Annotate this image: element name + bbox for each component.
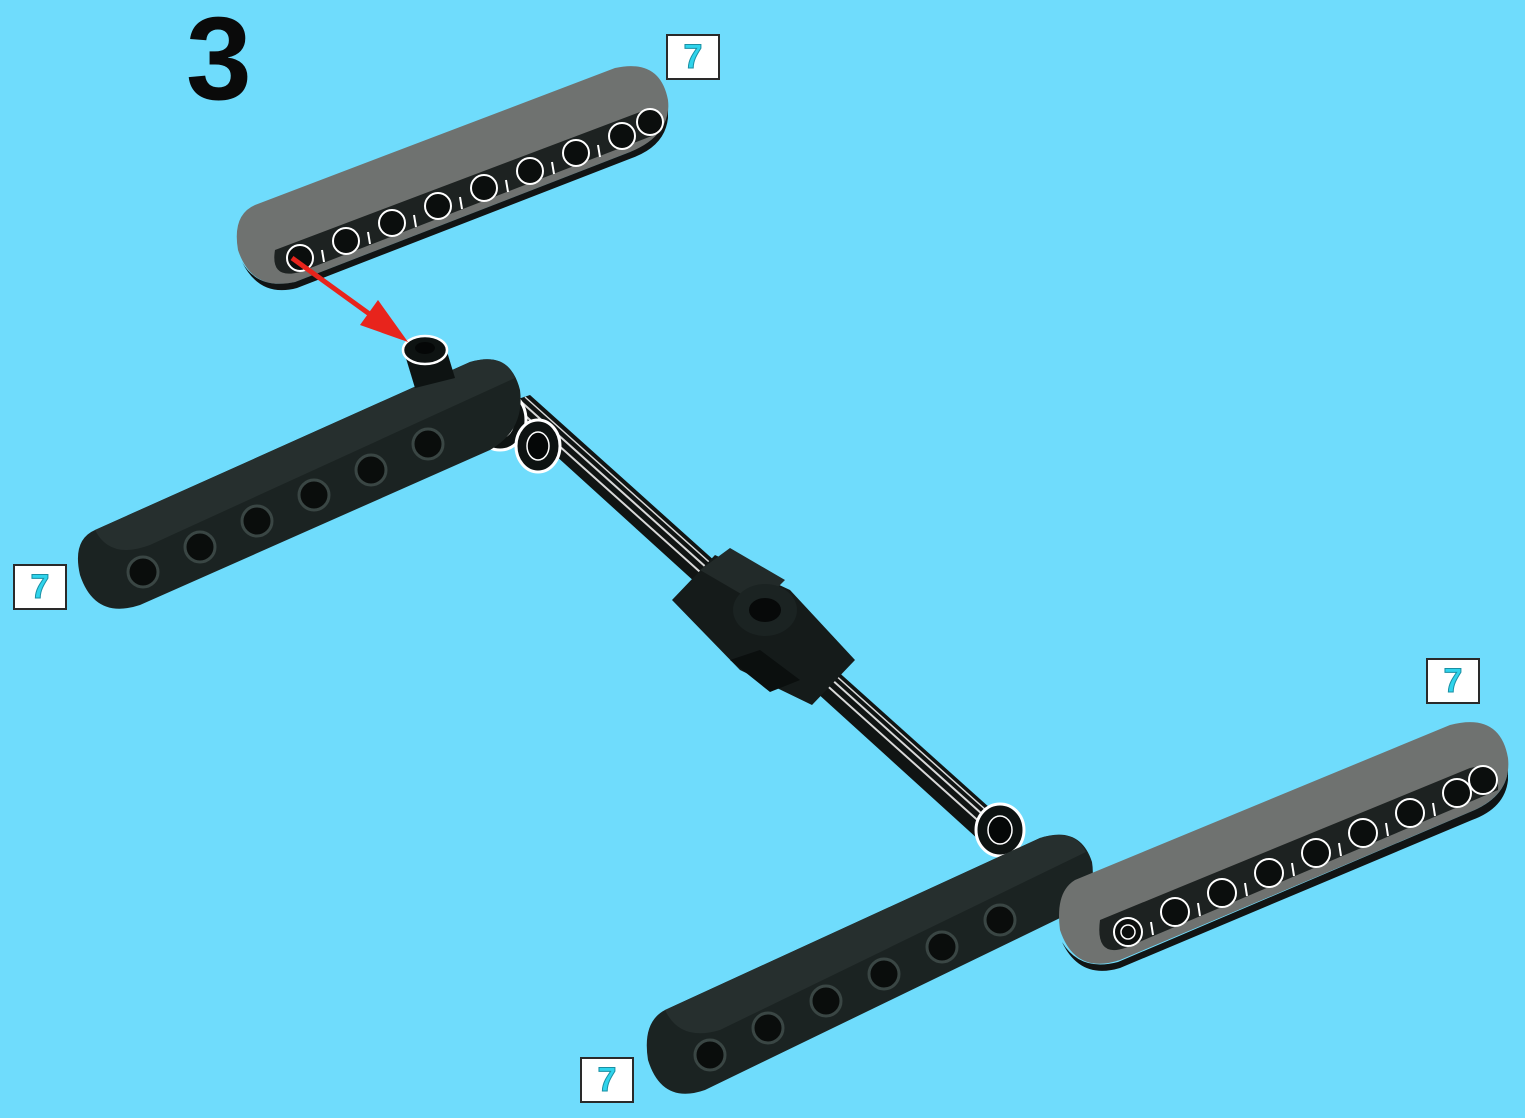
quantity-badge-gray-beam-right: 7 [1426, 658, 1480, 704]
quantity-badge-black-beam-bottom: 7 [580, 1057, 634, 1103]
gray-beam-right [1059, 722, 1508, 971]
quantity-badge-gray-beam-top: 7 [666, 34, 720, 80]
insert-arrow-icon [292, 258, 408, 342]
quantity-badge-black-beam-left: 7 [13, 564, 67, 610]
step-number: 3 [186, 0, 252, 118]
black-beam-bottom [647, 835, 1093, 1094]
black-beam-left [78, 359, 521, 609]
gray-beam-top [237, 66, 669, 290]
center-connector [672, 548, 855, 705]
